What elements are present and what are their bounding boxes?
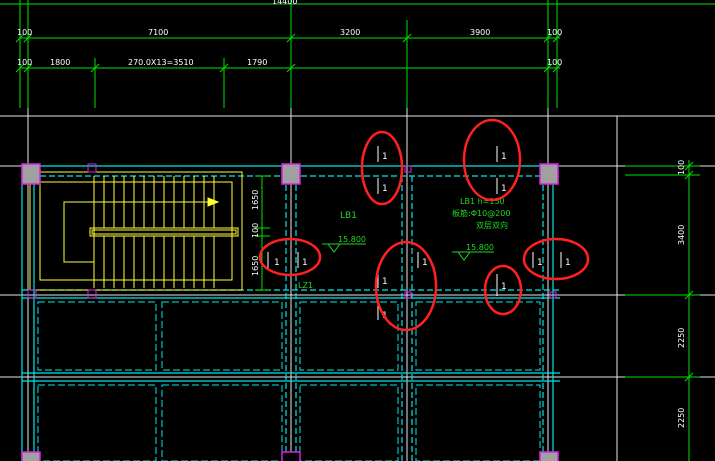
small-column-lower (404, 291, 412, 299)
highlight-circle-1 (360, 130, 404, 206)
section-mark-7: 1 (382, 277, 388, 287)
section-cut-lines (267, 146, 562, 320)
stair-treads (93, 176, 215, 288)
section-mark-9: 1 (422, 258, 428, 268)
beam-layer-note: 双层双向 (476, 220, 508, 230)
section-mark-3: 1 (501, 152, 507, 162)
column-tag-lz1: LZ1 (298, 281, 313, 290)
axis-grid-lines (0, 108, 715, 461)
section-mark-1: 1 (382, 152, 388, 162)
red-highlight-circles (258, 118, 590, 332)
stair-direction-arrow-icon (207, 197, 220, 207)
beam-label-left: LB1 (340, 211, 357, 221)
beam-annotations: LB1 LB1 h=150 板筋:Φ10@200 双层双向 LZ1 (298, 197, 510, 290)
small-column-stair-left (27, 289, 37, 299)
slab-panels (37, 301, 541, 461)
beam-outlines (21, 165, 560, 461)
elevation-marks (322, 243, 494, 261)
section-mark-10: 1 (501, 282, 507, 292)
right-dimension-lines (625, 160, 700, 461)
staircase (29, 171, 243, 291)
section-mark-6: 1 (302, 258, 308, 268)
column-bottom-left (21, 451, 41, 461)
section-mark-2: 1 (382, 184, 388, 194)
dim-row1-0: 100 (17, 28, 32, 37)
dim-row1-1: 7100 (148, 28, 168, 37)
stair-dimension-texts: 1650 100 1650 (251, 190, 260, 276)
highlight-circle-3 (258, 237, 322, 277)
dim-right-3: 2250 (677, 408, 686, 428)
dim-right-0: 100 (677, 160, 686, 175)
top-dimension-texts: 14400 100 7100 3200 3900 100 100 1800 27… (17, 0, 562, 67)
dim-right-1: 3400 (677, 225, 686, 245)
dim-row2-1: 1800 (50, 58, 70, 67)
stair-dim-1: 100 (251, 223, 260, 238)
small-column-stair-top (87, 163, 97, 173)
highlight-circle-6 (522, 237, 590, 281)
dim-overall: 14400 (272, 0, 297, 6)
beam-label-right: LB1 h=150 (460, 197, 505, 206)
dim-row2-4: 100 (547, 58, 562, 67)
section-mark-5: 1 (274, 258, 280, 268)
dim-right-2: 2250 (677, 328, 686, 348)
column-top-mid (281, 163, 301, 185)
section-mark-11: 1 (537, 258, 543, 268)
section-mark-12: 1 (565, 258, 571, 268)
stair-dimension-lines (255, 175, 270, 291)
dim-row2-0: 100 (17, 58, 32, 67)
dim-row1-2: 3200 (340, 28, 360, 37)
column-top-left (21, 163, 41, 185)
column-bottom-mid (281, 451, 301, 461)
top-dimension-lines (0, 0, 715, 108)
column-top-right (539, 163, 559, 185)
highlight-circle-5 (483, 264, 523, 316)
small-column-right-lower (549, 291, 557, 299)
small-column-mid (404, 165, 412, 173)
section-mark-4: 1 (501, 184, 507, 194)
right-dimension-texts: 100 3400 2250 2250 (677, 160, 686, 428)
dim-row2-2: 270.0X13=3510 (128, 58, 194, 67)
column-bottom-right (539, 451, 559, 461)
highlight-circle-4 (374, 240, 438, 332)
elevation-label-left: 15.800 (338, 235, 366, 244)
elevation-label-right: 15.800 (466, 243, 494, 252)
stair-dim-2: 1650 (251, 256, 260, 276)
highlight-circle-2 (462, 118, 522, 202)
dim-row1-3: 3900 (470, 28, 490, 37)
section-cut-numbers: 1 1 1 1 1 1 1 1 1 1 1 1 (274, 152, 571, 321)
dim-row1-4: 100 (547, 28, 562, 37)
small-column-stair-mid (87, 289, 97, 299)
dim-row2-3: 1790 (247, 58, 267, 67)
columns (21, 163, 559, 461)
beam-rebar-note: 板筋:Φ10@200 (452, 208, 510, 218)
stair-dim-0: 1650 (251, 190, 260, 210)
